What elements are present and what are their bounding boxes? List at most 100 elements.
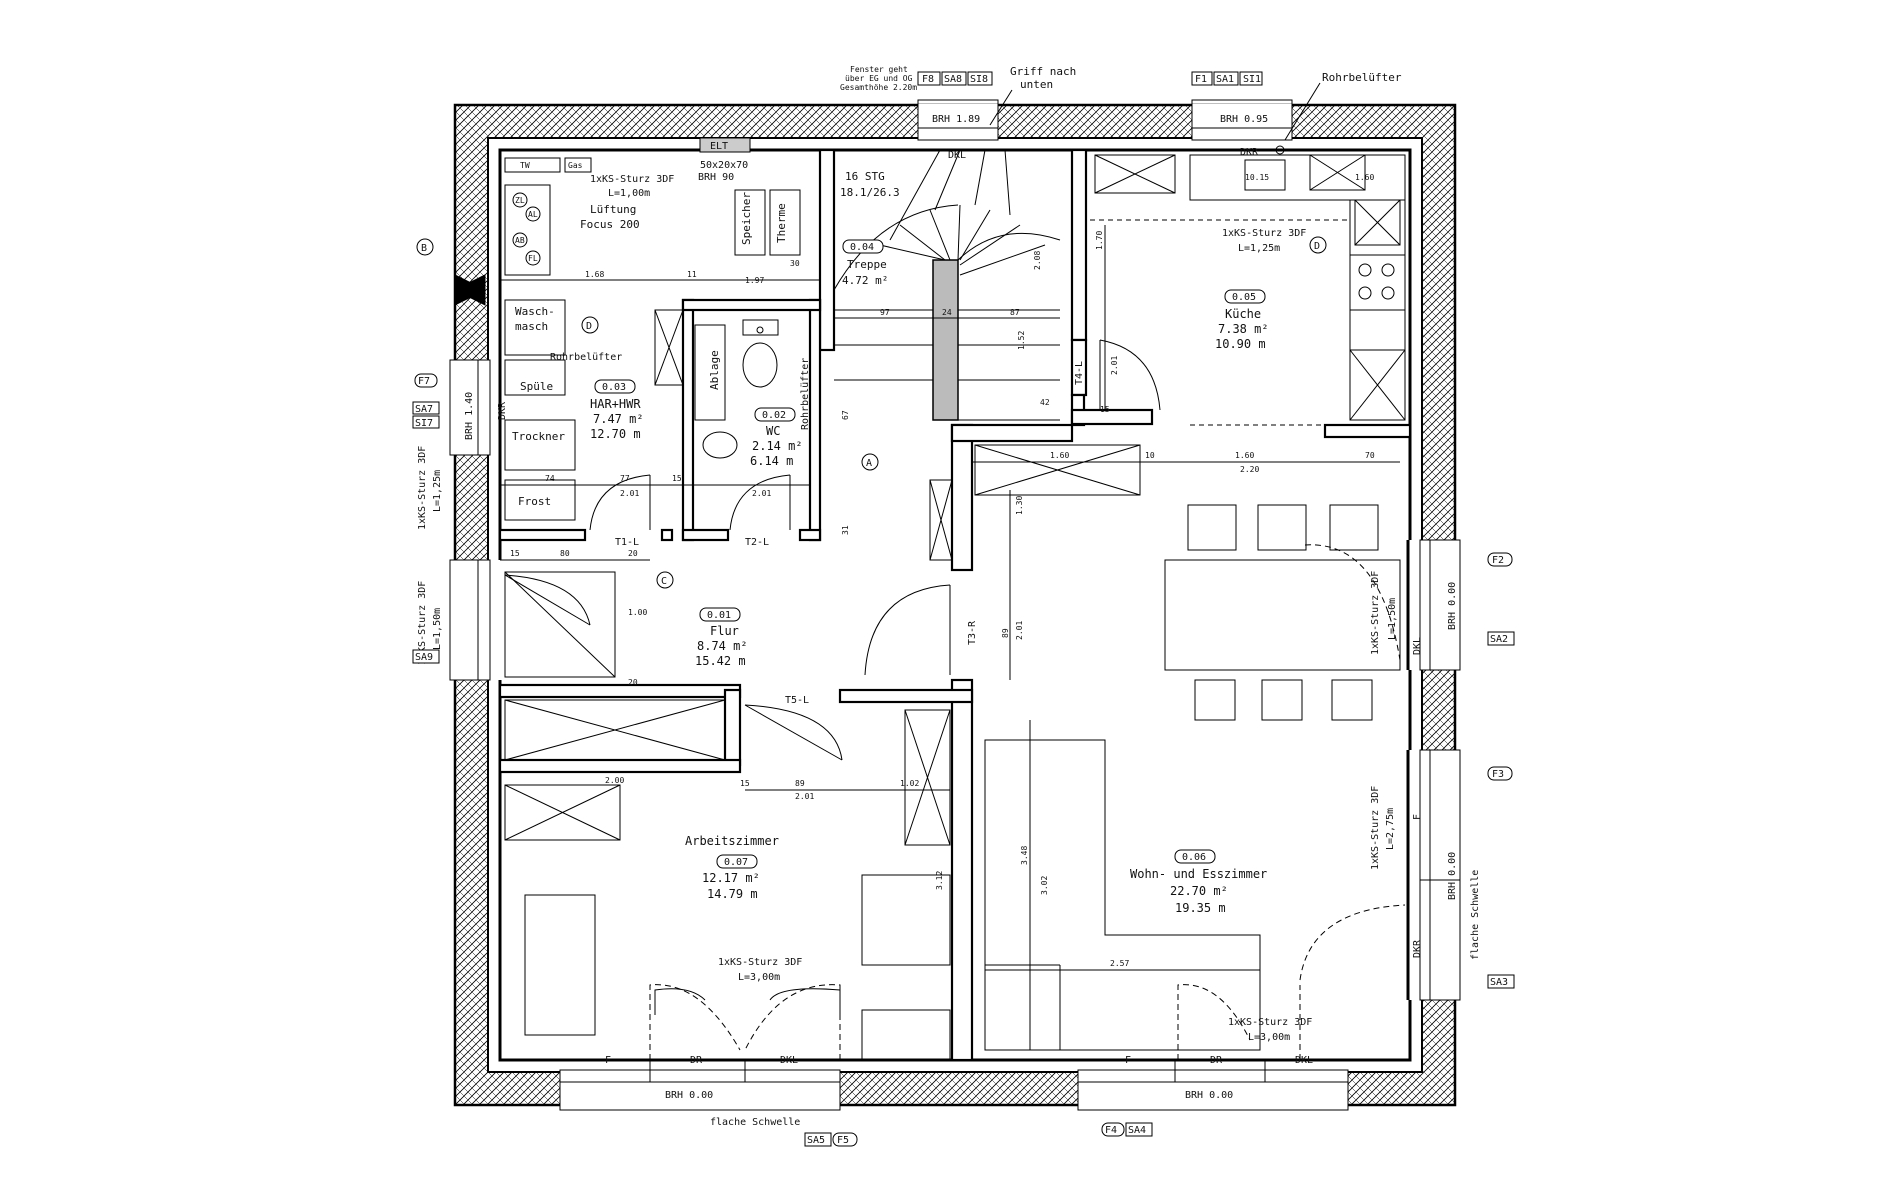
tag-f3: F3 (1492, 769, 1504, 780)
dim-d3: 1.97 (745, 276, 764, 285)
wohn-sturz: 1xKS-Sturz 3DF (1228, 1017, 1312, 1028)
tag-a: A (866, 458, 872, 469)
dim-d24: 15 (740, 779, 750, 788)
sink-dim: 10.15 (1245, 173, 1269, 182)
dim-d8: 1.60 (1050, 451, 1069, 460)
wohn-area: 22.70 m² (1170, 884, 1228, 898)
dim-d37: 42 (1040, 398, 1050, 407)
dim-d23: 2.00 (605, 776, 624, 785)
f3-f: F (1412, 814, 1423, 820)
left-sturz-1: 1xKS-Sturz 3DF (417, 446, 428, 530)
room-wc: Ablage Rohrbelüfter 0.02 WC 2.14 m² 6.14… (694, 319, 811, 548)
dim-d39: 2.01 (1110, 356, 1119, 375)
stair-ratio: 18.1/26.3 (840, 186, 900, 199)
dim-d30: 2.57 (1110, 959, 1129, 968)
rohrbeluefter-har: Rohrbelüfter (550, 352, 622, 363)
dim-d22: 20 (628, 678, 638, 687)
f3-brh: BRH 0.00 (1447, 852, 1458, 900)
dim-d18: 15 (510, 549, 520, 558)
flur-perimeter: 15.42 m (695, 654, 746, 668)
arbeit-sturz-length: L=3,00m (738, 972, 780, 983)
f8-brh: BRH 1.89 (932, 114, 980, 125)
har-sturz-length: L=1,00m (608, 188, 650, 199)
kueche-sturz: 1xKS-Sturz 3DF (1222, 228, 1306, 239)
tag-sa5: SA5 (807, 1135, 825, 1146)
tag-f2: F2 (1492, 555, 1504, 566)
f7-brh: BRH 1.40 (464, 392, 475, 440)
tag-si8: SI8 (970, 74, 988, 85)
tag-sa1: SA1 (1216, 74, 1234, 85)
dim-d14: 2.01 (620, 489, 639, 498)
f7-dkr: DKR (497, 401, 508, 420)
door-t3: T3-R (967, 620, 978, 645)
f2-dkl: DKL (1412, 637, 1423, 655)
right-sturz-2-length: L=2,75m (1385, 808, 1396, 850)
f4-f: F (1125, 1055, 1131, 1066)
tag-si7: SI7 (415, 418, 433, 429)
har-perimeter: 12.70 m (590, 427, 641, 441)
f5-dkl: DKL (780, 1055, 798, 1066)
staircase: 16 STG 18.1/26.3 0.04 Treppe 4.72 m² (833, 149, 1061, 421)
dim-d41: 1.60 (1355, 173, 1374, 182)
elt-dim: 50x20x70 (700, 160, 748, 171)
arbeit-area: 12.17 m² (702, 871, 760, 885)
flur-number: 0.01 (707, 610, 731, 621)
f5-f: F (605, 1055, 611, 1066)
elt-brh: BRH 90 (698, 172, 734, 183)
right-sturz-2: 1xKS-Sturz 3DF (1370, 786, 1381, 870)
flache-schwelle-right: flache Schwelle (1470, 870, 1481, 960)
f4-dkl: DKL (1295, 1055, 1313, 1066)
dim-d29: 3.02 (1040, 876, 1049, 895)
wc-number: 0.02 (762, 410, 786, 421)
flur-name: Flur (710, 624, 739, 638)
dim-d44: 3.12 (935, 871, 944, 890)
room-arbeitszimmer: Arbeitszimmer 0.07 12.17 m² 14.79 m 1xKS… (504, 695, 951, 1061)
dim-d19: 80 (560, 549, 570, 558)
dim-d32: 89 (1001, 628, 1010, 638)
tag-f1: F1 (1195, 74, 1207, 85)
dim-d20: 20 (628, 549, 638, 558)
window-note-2: über EG und OG (845, 74, 913, 83)
rohrbeluefter-wc: Rohrbelüfter (800, 358, 811, 430)
f3-dkr: DKR (1412, 939, 1423, 958)
dim-d5: 97 (880, 308, 890, 317)
room-wohn-esszimmer: 0.06 Wohn- und Esszimmer 22.70 m² 19.35 … (974, 444, 1406, 1060)
waschmasch-label-2: masch (515, 320, 548, 333)
kueche-number: 0.05 (1232, 292, 1256, 303)
dim-d7: 87 (1010, 308, 1020, 317)
wc-perimeter: 6.14 m (750, 454, 793, 468)
dim-d36: 1.52 (1017, 331, 1026, 350)
waschmasch-label: Wasch- (515, 305, 555, 318)
f5-dr: DR (690, 1055, 703, 1066)
window-frames (449, 99, 1461, 1111)
elt-label: ELT (710, 141, 728, 152)
dim-d35: 2.08 (1033, 251, 1042, 270)
flache-schwelle-bottom: flache Schwelle (710, 1117, 800, 1128)
dim-d6: 24 (942, 308, 952, 317)
tag-c: C (661, 576, 667, 587)
wohn-sturz-length: L=3,00m (1248, 1032, 1290, 1043)
zl-label: ZL (515, 196, 525, 205)
griff-note-2: unten (1020, 78, 1053, 91)
f2-brh: BRH 0.00 (1447, 582, 1458, 630)
kueche-area: 7.38 m² (1218, 322, 1269, 336)
fl-label: FL (528, 254, 538, 263)
dim-d34: 1.70 (1095, 231, 1104, 250)
window-note-1: Fenster geht (850, 65, 908, 74)
gas-label: Gas (568, 161, 583, 170)
room-har-hwr: TW Gas ELT 1xKS-Sturz 3DF L=1,00m 50x20x… (504, 137, 801, 548)
kueche-name: Küche (1225, 307, 1261, 321)
tw-label: TW (520, 161, 530, 170)
dim-d21: 1.00 (628, 608, 647, 617)
har-number: 0.03 (602, 382, 626, 393)
f4-brh: BRH 0.00 (1185, 1090, 1233, 1101)
dim-d43: 31 (841, 525, 850, 535)
rohrbeluefter-kueche: Rohrbelüfter (1322, 71, 1402, 84)
dim-d10: 1.60 (1235, 451, 1254, 460)
window-openings (452, 104, 1458, 1108)
dim-d42: 67 (841, 410, 850, 420)
right-sturz-1-length: L=1,50m (1387, 598, 1398, 640)
dim-d11: 70 (1365, 451, 1375, 460)
f4-dr: DR (1210, 1055, 1223, 1066)
tag-sa4: SA4 (1128, 1125, 1146, 1136)
